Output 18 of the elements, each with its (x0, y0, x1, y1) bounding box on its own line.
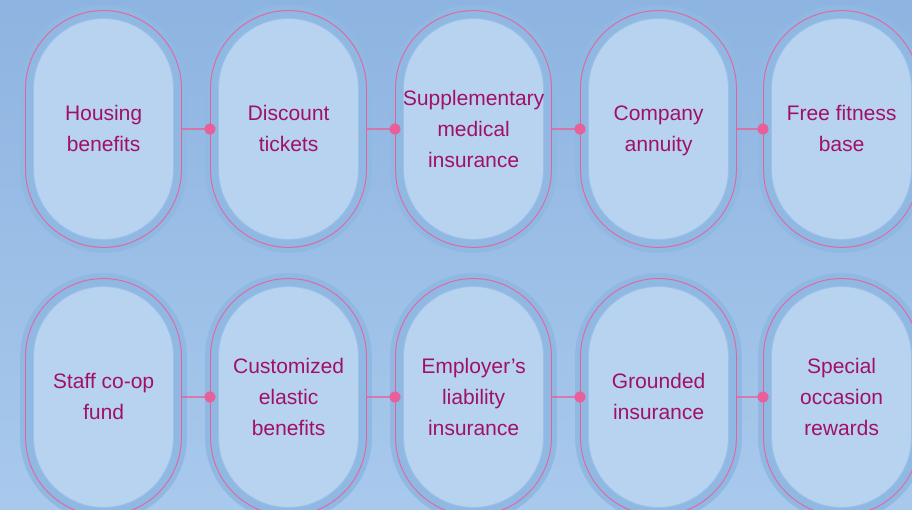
benefit-label: Customized elastic benefits (232, 354, 345, 442)
connector-line (182, 124, 216, 134)
benefit-label: Discount tickets (246, 101, 330, 158)
connector-line (737, 124, 768, 134)
connector-line (367, 124, 400, 134)
benefit-label: Special occasion rewards (799, 354, 884, 442)
connector-line (182, 392, 216, 402)
connector-line (552, 124, 586, 134)
connector-line (737, 392, 768, 402)
benefit-label: Employer’s liability insurance (420, 354, 527, 442)
benefit-label: Grounded insurance (610, 369, 706, 426)
benefit-label: Company annuity (612, 101, 704, 158)
benefit-label: Supplementary medical insurance (402, 86, 546, 174)
connector-line (367, 392, 400, 402)
benefit-label: Staff co-op fund (52, 369, 156, 426)
benefit-label: Free fitness base (786, 101, 898, 158)
benefit-label: Housing benefits (64, 101, 144, 158)
connector-line (552, 392, 586, 402)
